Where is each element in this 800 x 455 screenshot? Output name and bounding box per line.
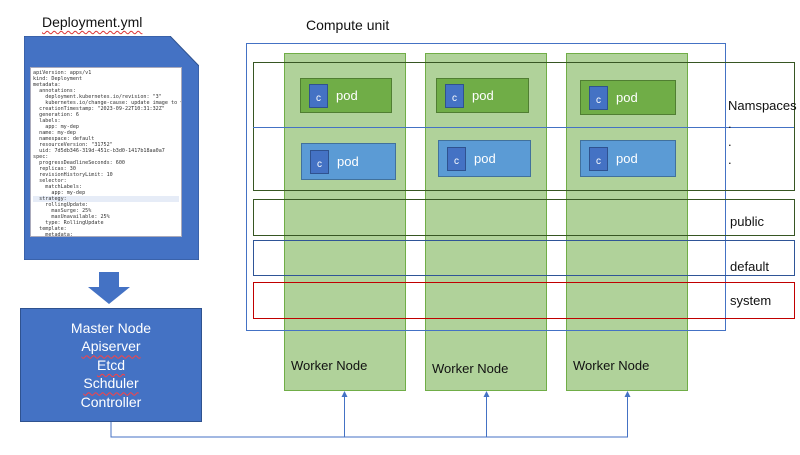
yaml-line: metadata: — [33, 82, 61, 88]
worker-node-label: Worker Node — [291, 358, 368, 373]
yaml-line: replicas: 30 — [33, 166, 76, 172]
pod-blue-2: c pod — [438, 140, 531, 177]
compute-unit-title: Compute unit — [306, 17, 390, 33]
pod-blue-3: c pod — [580, 140, 676, 177]
yaml-line: annotations: — [33, 88, 76, 94]
pod-label: pod — [472, 88, 494, 103]
yaml-line: deployment.kubernetes.io/revision: "3" — [33, 94, 162, 100]
namespace-dot: . — [728, 116, 732, 131]
pod-green-2: c pod — [436, 78, 529, 113]
public-namespace-box — [253, 199, 795, 236]
pod-label: pod — [616, 151, 638, 166]
pod-green-3: c pod — [580, 80, 676, 115]
default-namespace-label: default — [730, 259, 770, 274]
yaml-line: app: my-dep — [33, 190, 86, 196]
yaml-line: kind: Deployment — [33, 76, 83, 82]
master-component-controller: Controller — [80, 393, 142, 410]
namespaces-label: Namspaces — [728, 98, 797, 113]
yaml-line: name: my-dep — [33, 130, 76, 136]
worker-node-label: Worker Node — [432, 361, 509, 376]
yaml-line: app: my-dep — [33, 124, 80, 130]
yaml-line: progressDeadlineSeconds: 600 — [33, 160, 126, 166]
namespaces-box — [253, 62, 795, 191]
yaml-line: creationTimestamp: "2023-09-22T10:31:32Z… — [33, 106, 165, 112]
yaml-line: type: RollingUpdate — [33, 220, 104, 226]
yaml-line: spec: — [33, 154, 49, 160]
yaml-line: strategy: — [33, 196, 179, 202]
yaml-line: metadata: — [33, 232, 73, 237]
container-icon: c — [310, 149, 329, 174]
pod-label: pod — [616, 90, 638, 105]
container-icon: c — [447, 146, 466, 171]
master-node-title: Master Node — [70, 319, 152, 336]
master-component-etcd: Etcd — [96, 356, 125, 373]
yaml-line: maxUnavailable: 25% — [33, 214, 110, 220]
yaml-line: generation: 6 — [33, 112, 80, 118]
namespace-dot: . — [728, 152, 732, 167]
yaml-line: matchLabels: — [33, 184, 83, 190]
arrow-up-icon — [624, 391, 631, 397]
container-icon: c — [445, 83, 464, 108]
yaml-line: template: — [33, 226, 67, 232]
container-icon: c — [589, 146, 608, 171]
yaml-line: apiVersion: apps/v1 — [33, 70, 92, 76]
down-arrow-icon — [88, 272, 130, 304]
yaml-line: namespace: default — [33, 136, 95, 142]
container-icon: c — [309, 83, 328, 108]
pod-blue-1: c pod — [301, 143, 396, 180]
compute-unit-border — [246, 43, 726, 331]
deployment-file-title: Deployment.yml — [42, 14, 143, 30]
pod-label: pod — [337, 154, 359, 169]
system-namespace-box — [253, 282, 795, 319]
master-component-scheduler: Schduler — [83, 375, 139, 392]
public-namespace-label: public — [730, 214, 764, 229]
container-icon: c — [589, 85, 608, 110]
yaml-line: uid: 7d5db346-319d-451c-b3d0-1417b18aa0a… — [33, 148, 165, 154]
default-namespace-box — [253, 240, 795, 276]
pod-green-1: c pod — [300, 78, 392, 113]
yaml-line: labels: — [33, 118, 61, 124]
master-node-box: Master Node Apiserver Etcd Schduler Cont… — [20, 308, 202, 422]
system-namespace-label: system — [730, 293, 772, 308]
yaml-line: maxSurge: 25% — [33, 208, 92, 214]
master-component-apiserver: Apiserver — [81, 338, 141, 355]
yaml-line: rollingUpdate: — [33, 202, 89, 208]
yaml-line: revisionHistoryLimit: 10 — [33, 172, 113, 178]
arrow-up-icon — [483, 391, 490, 397]
pod-label: pod — [336, 88, 358, 103]
arrow-up-icon — [341, 391, 348, 397]
master-connector-line — [110, 422, 628, 438]
namespace-dot: . — [728, 134, 732, 149]
yaml-line: selector: — [33, 178, 67, 184]
worker-node-label: Worker Node — [573, 358, 650, 373]
yaml-line: resourceVersion: "31752" — [33, 142, 113, 148]
pod-label: pod — [474, 151, 496, 166]
